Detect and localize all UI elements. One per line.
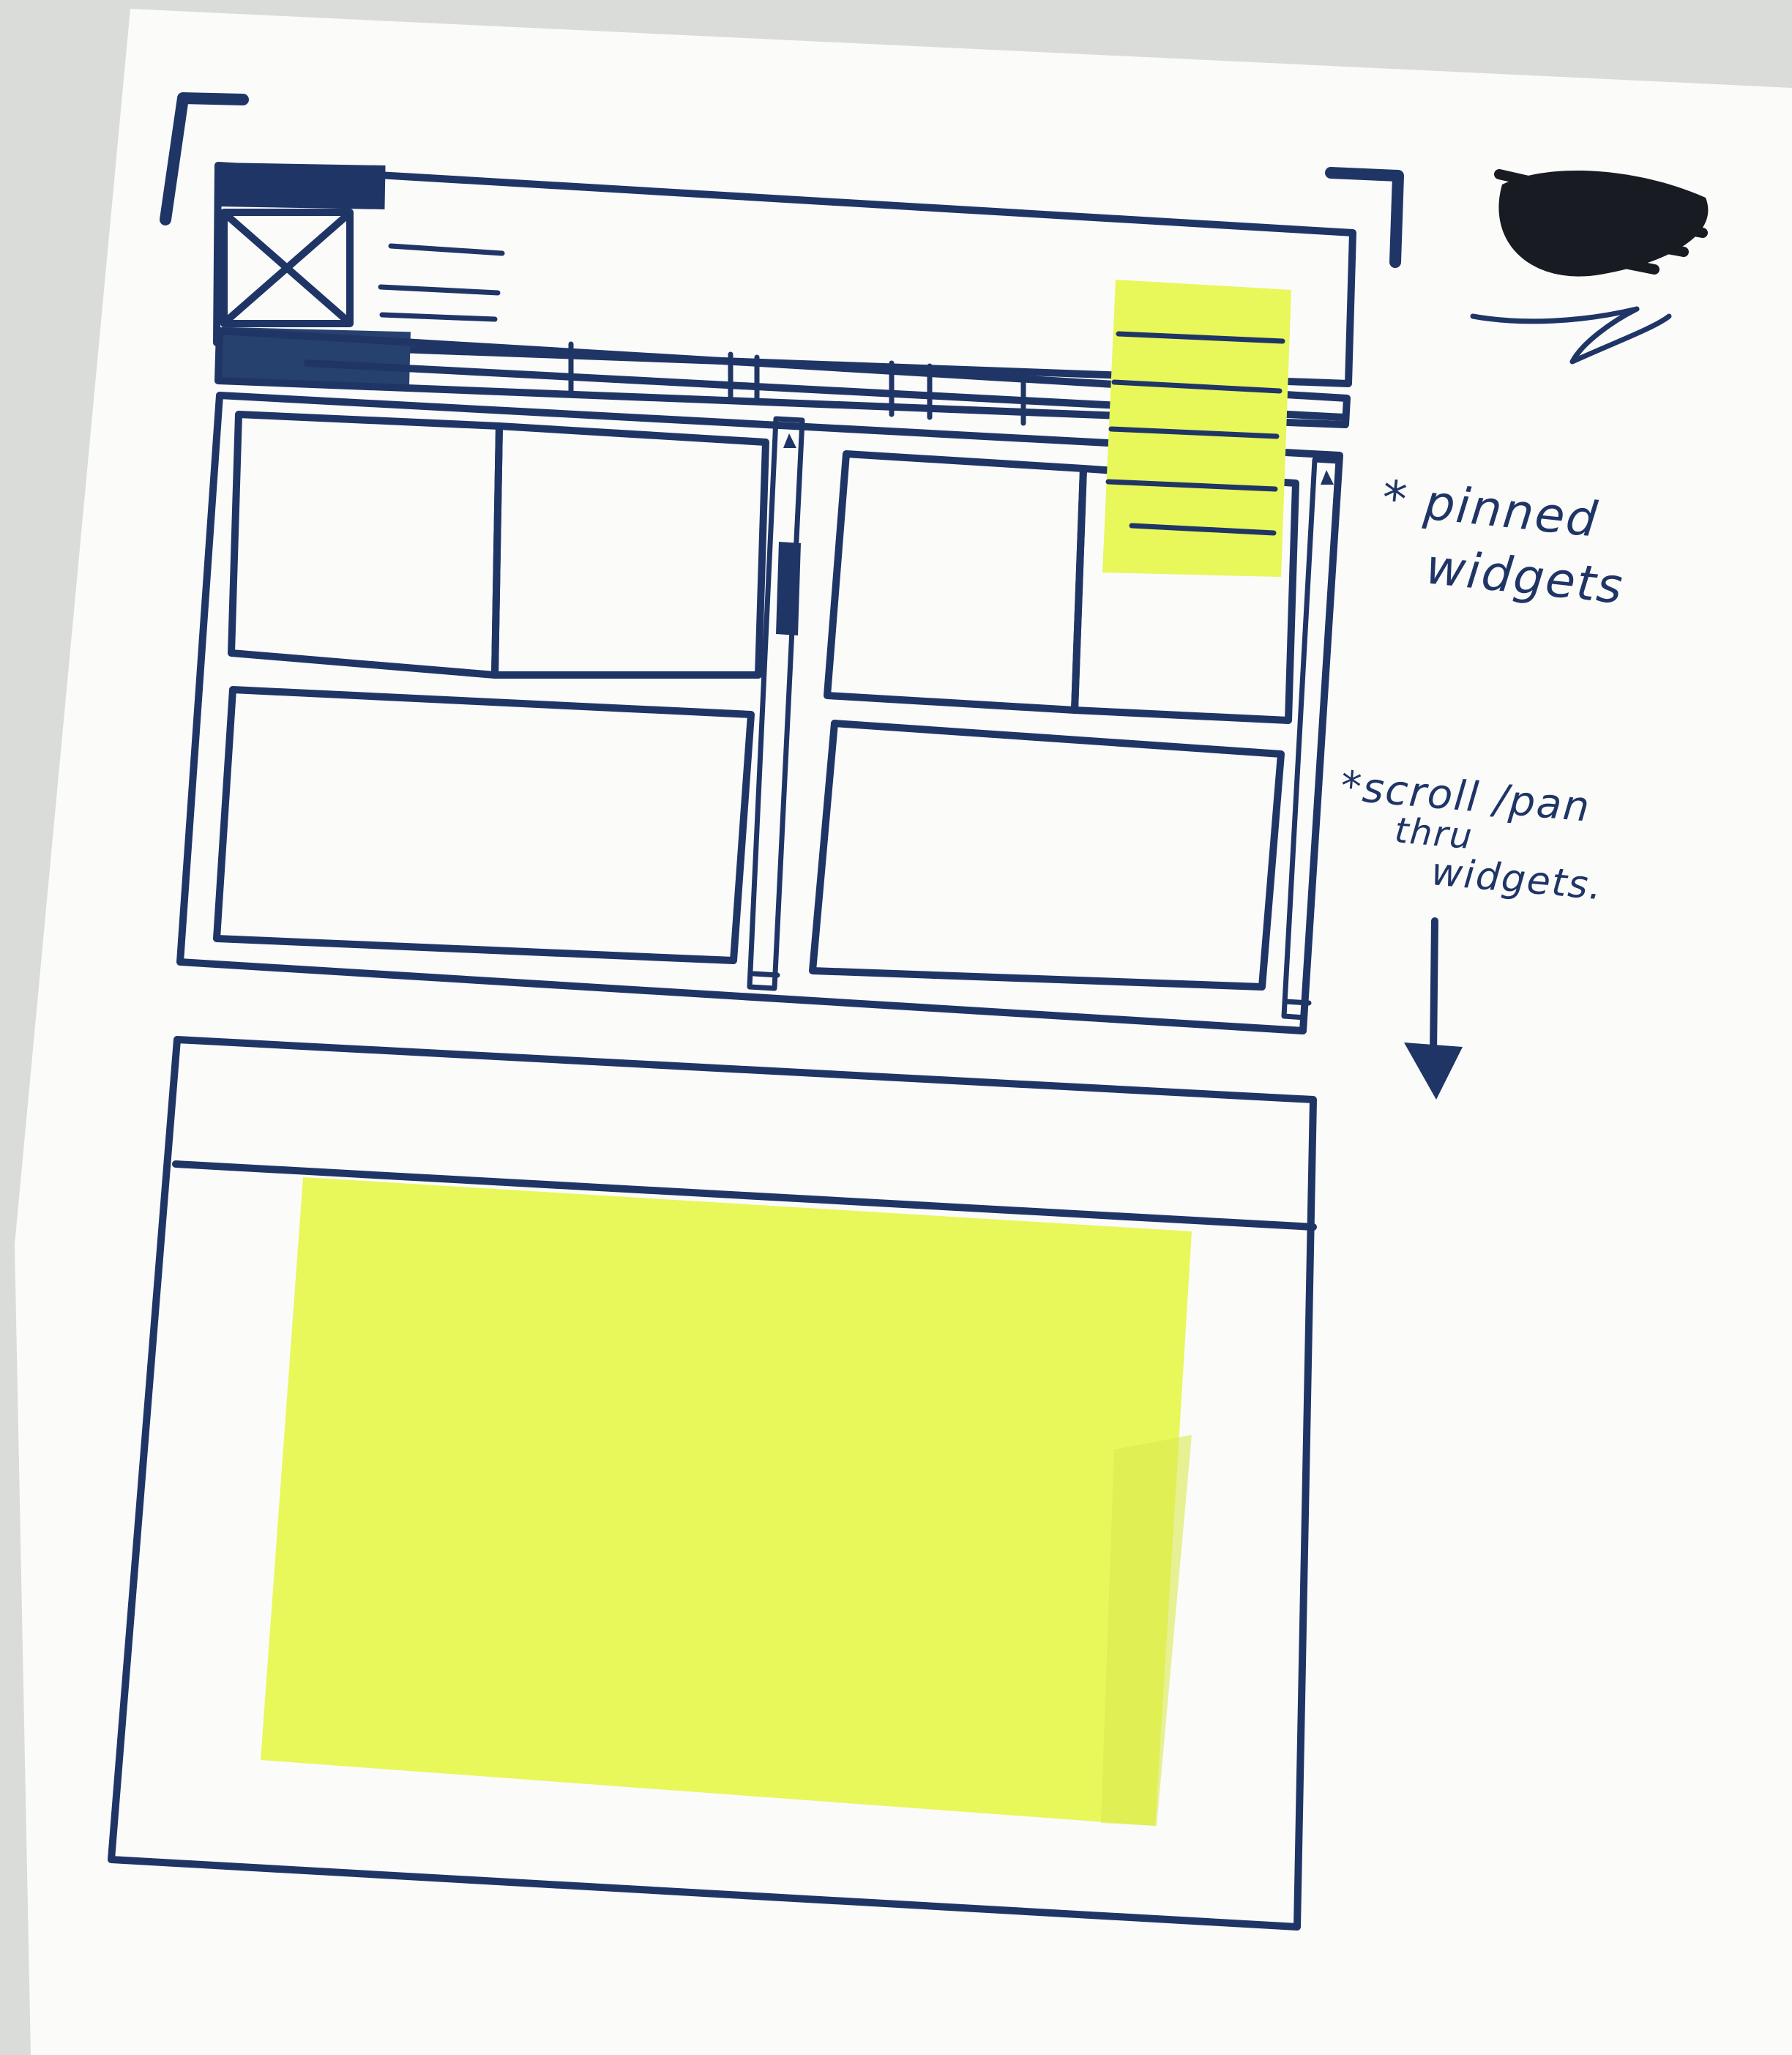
scribble-icon <box>1494 169 1709 277</box>
nav-bar <box>214 327 1351 428</box>
dashboard-wireframe <box>160 92 1404 1034</box>
left-widget-column <box>213 411 769 964</box>
widget-left-top-b <box>491 422 769 679</box>
detail-content-sticky-note <box>261 1177 1192 1826</box>
widget-right-bottom <box>809 720 1285 991</box>
nav-tick-marks <box>568 341 1026 426</box>
right-scrollbar-up-arrow[interactable] <box>1321 470 1334 485</box>
detail-panel-frame <box>108 1036 1317 1931</box>
menu-lines <box>378 243 505 322</box>
left-scrollbar[interactable] <box>747 416 805 991</box>
detail-panel-wireframe <box>108 1036 1317 1931</box>
annotation-pinned-widgets: * pinned widgets <box>1379 469 1627 615</box>
right-scrollbar[interactable] <box>1281 457 1341 1021</box>
corner-bracket-top-left <box>160 92 249 225</box>
left-scrollbar-thumb[interactable] <box>776 542 801 635</box>
content-frame <box>176 392 1343 1034</box>
widget-left-bottom <box>213 686 755 964</box>
left-scrollbar-up-arrow[interactable] <box>783 433 796 448</box>
header-frame <box>213 162 1356 387</box>
sticky-note-shadow <box>1101 1435 1192 1826</box>
annotation-scroll-line2: thru <box>1393 810 1475 857</box>
arrow-down-icon <box>1404 917 1463 1100</box>
detail-panel-header-divider <box>172 1160 1317 1231</box>
pinned-widget-sticky-note <box>1102 280 1291 577</box>
image-placeholder-icon <box>220 209 354 327</box>
flourish-mark <box>1470 306 1672 365</box>
corner-bracket-top-right <box>1325 167 1404 268</box>
